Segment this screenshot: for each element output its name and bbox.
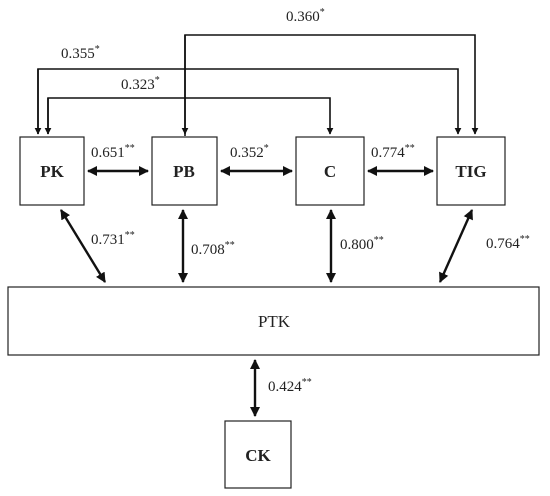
node-tig-label: TIG	[455, 162, 486, 181]
coef-c-tig: 0.774**	[371, 143, 415, 161]
node-c-label: C	[324, 162, 336, 181]
coef-tig-ptk: 0.764**	[486, 234, 530, 252]
node-pk-label: PK	[40, 162, 64, 181]
node-c-box	[295, 136, 365, 206]
coef-pk-pb: 0.651**	[91, 143, 135, 161]
connector-pk-c	[47, 97, 334, 135]
coef-c-ptk: 0.800**	[340, 235, 384, 253]
coef-pb-c: 0.352*	[230, 143, 269, 161]
node-pb-label: PB	[173, 162, 195, 181]
node-tig-box	[436, 136, 506, 206]
coef-pk-ptk: 0.731**	[91, 230, 135, 248]
node-ptk-label: PTK	[258, 312, 291, 331]
node-pb-box	[151, 136, 218, 206]
arrow-tig-ptk	[438, 209, 474, 283]
coef-ptk-ck: 0.424**	[268, 377, 312, 395]
node-ck-label: CK	[245, 446, 271, 465]
node-ck-box	[224, 420, 292, 489]
coef-pk-c: 0.323*	[121, 75, 160, 93]
connector-pk-tig	[37, 68, 462, 135]
node-ptk-box	[7, 286, 540, 356]
coef-pb-tig: 0.360*	[286, 7, 325, 25]
coef-pb-ptk: 0.708**	[191, 240, 235, 258]
arrow-pk-ptk	[59, 209, 107, 283]
coef-pk-tig: 0.355*	[61, 44, 100, 62]
node-pk-box	[19, 136, 85, 206]
